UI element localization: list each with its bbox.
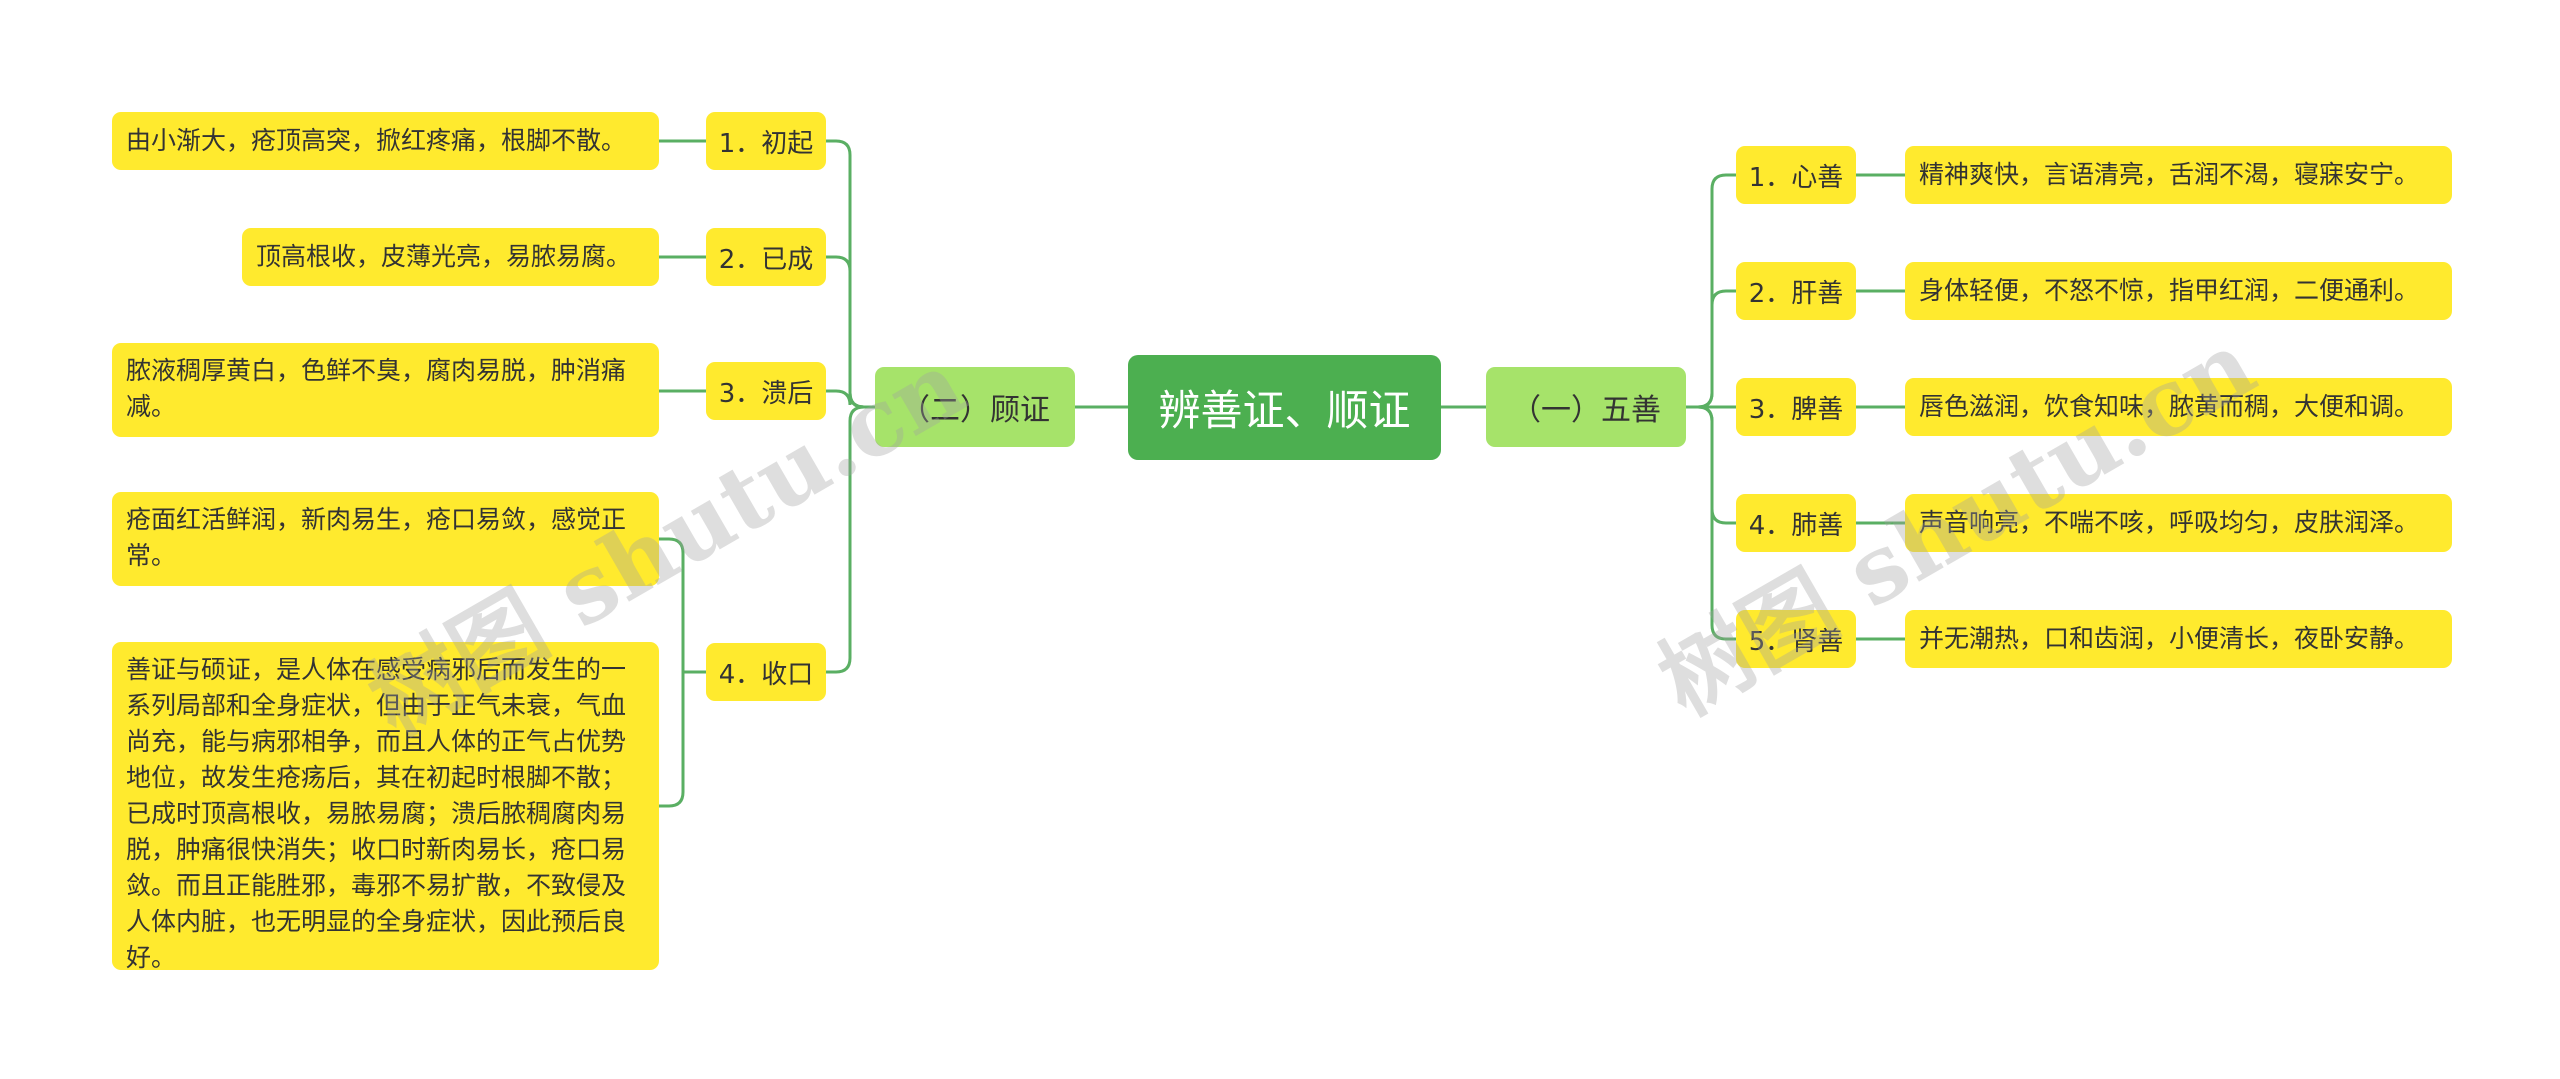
left-leaf-summary: 善证与硕证，是人体在感受病邪后而发生的一系列局部和全身症状，但由于正气未衰，气血… xyxy=(112,642,659,972)
link-right-item-1 xyxy=(1686,289,1736,409)
right-item-shenshan[interactable]: 5．肾善 xyxy=(1736,610,1856,668)
left-leaf-yicheng: 顶高根收，皮薄光亮，易脓易腐。 xyxy=(242,228,659,286)
right-leaf-shenshan: 并无潮热，口和齿润，小便清长，夜卧安静。 xyxy=(1905,610,2452,668)
link-left-leaf-3b xyxy=(659,672,685,808)
left-leaf-kuihou: 脓液稠厚黄白，色鲜不臭，腐肉易脱，肿消痛减。 xyxy=(112,343,659,437)
right-item-xinshan[interactable]: 1．心善 xyxy=(1736,146,1856,204)
left-item-yicheng[interactable]: 2．已成 xyxy=(706,228,826,286)
right-leaf-xinshan: 精神爽快，言语清亮，舌润不渴，寝寐安宁。 xyxy=(1905,146,2452,204)
branch-gu-zheng[interactable]: （二）顾证 xyxy=(875,367,1075,447)
branch-wu-shan[interactable]: （一）五善 xyxy=(1486,367,1686,447)
right-item-feishan[interactable]: 4．肺善 xyxy=(1736,494,1856,552)
right-leaf-pishan: 唇色滋润，饮食知味，脓黄而稠，大便和调。 xyxy=(1905,378,2452,436)
left-item-chuqi[interactable]: 1．初起 xyxy=(706,112,826,170)
right-leaf-ganshan: 身体轻便，不怒不惊，指甲红润，二便通利。 xyxy=(1905,262,2452,320)
right-leaf-feishan: 声音响亮，不喘不咳，呼吸均匀，皮肤润泽。 xyxy=(1905,494,2452,552)
left-item-shoukou[interactable]: 4．收口 xyxy=(706,643,826,701)
left-leaf-shoukou: 疮面红活鲜润，新肉易生，疮口易敛，感觉正常。 xyxy=(112,492,659,586)
link-right-item-4 xyxy=(1686,405,1736,641)
right-item-ganshan[interactable]: 2．肝善 xyxy=(1736,262,1856,320)
root-node[interactable]: 辨善证、顺证 xyxy=(1128,355,1441,460)
link-left-item-3 xyxy=(826,405,875,674)
left-item-kuihou[interactable]: 3．溃后 xyxy=(706,362,826,420)
link-left-leaf-3a xyxy=(659,537,706,674)
left-leaf-chuqi: 由小渐大，疮顶高突，掀红疼痛，根脚不散。 xyxy=(112,112,659,170)
right-item-pishan[interactable]: 3．脾善 xyxy=(1736,378,1856,436)
